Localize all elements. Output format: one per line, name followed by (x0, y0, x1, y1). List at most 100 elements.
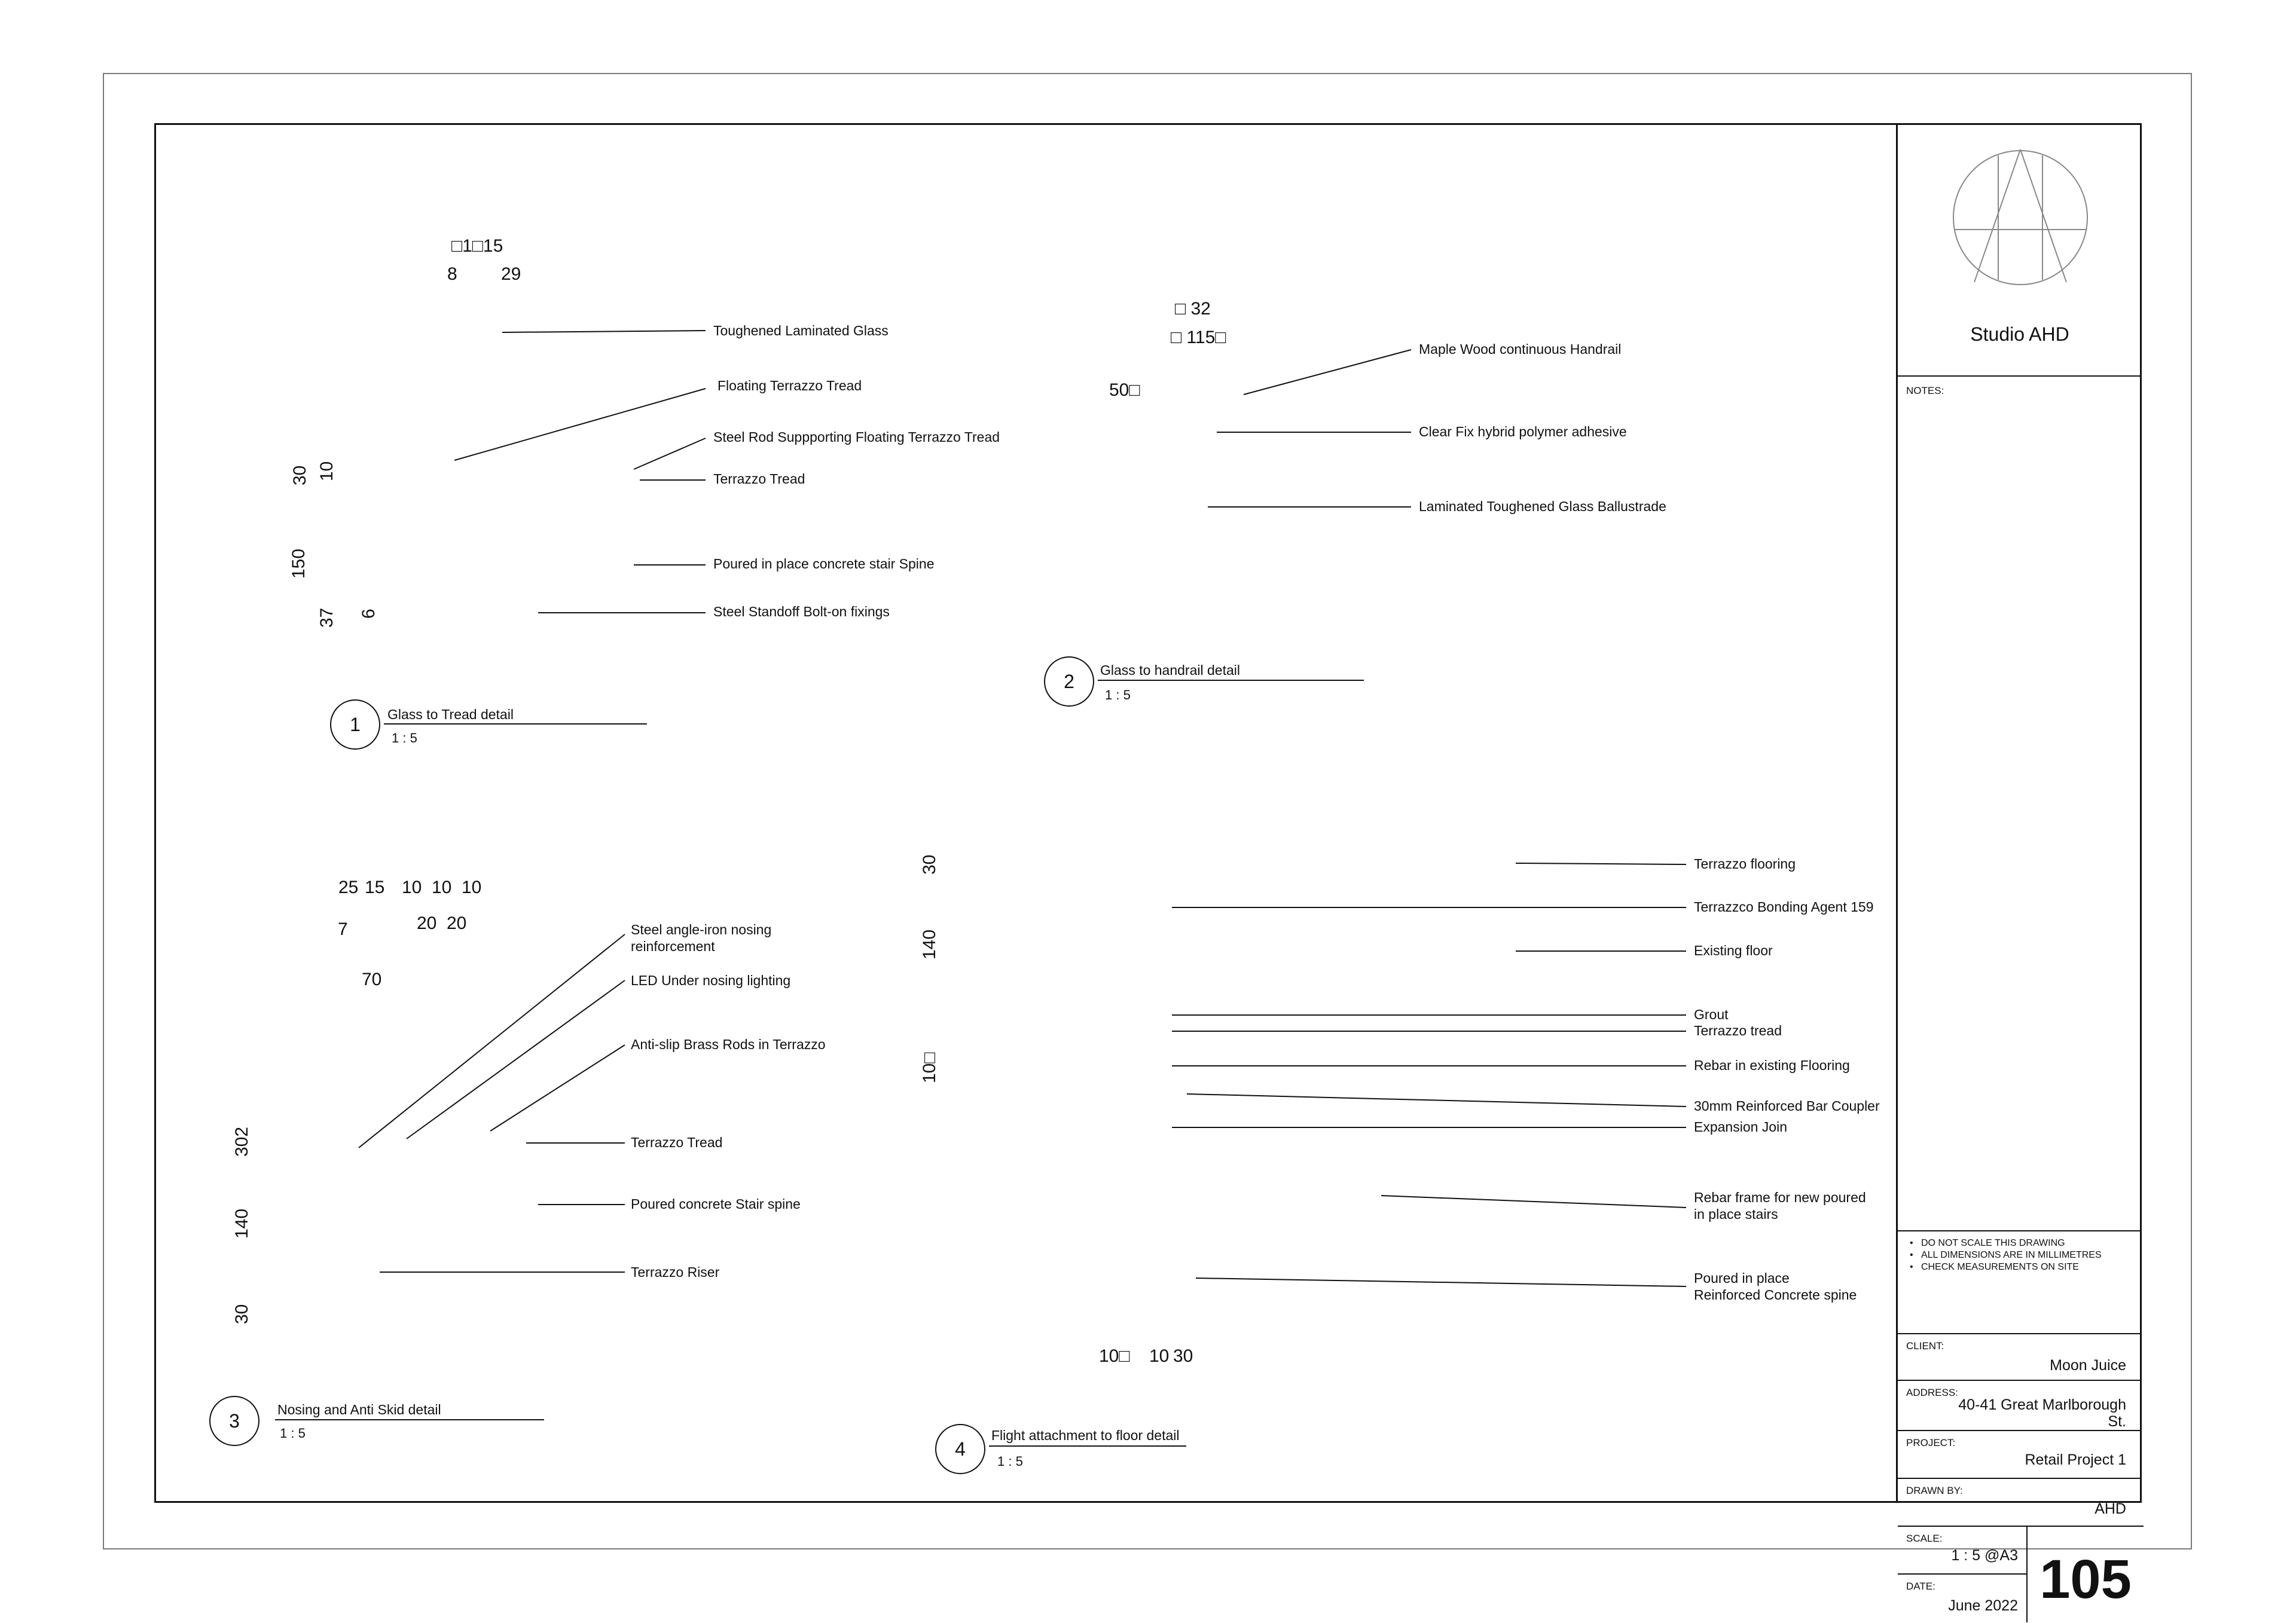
dim-d1-side-d: 37 (317, 607, 337, 628)
date-label: DATE: (1906, 1581, 1935, 1592)
dim-d1-side-e: 6 (359, 609, 378, 619)
detail-4-title: Flight attachment to floor detail (991, 1428, 1180, 1443)
d1-label-glass: Toughened Laminated Glass (713, 323, 889, 338)
scale-date-field: SCALE: 1 : 5 @A3 DATE: June 2022 (1898, 1526, 2026, 1622)
note-item: • DO NOT SCALE THIS DRAWING (1910, 1238, 2065, 1248)
drawn-by-value: AHD (2095, 1500, 2126, 1517)
dim-d3-top-e: 10 (462, 878, 482, 897)
d4-label-rebar-frame: Rebar frame for new poured (1694, 1190, 1866, 1205)
d1-label-terrazzo-tread: Terrazzo Tread (713, 471, 805, 487)
detail-1-title-underline (384, 723, 647, 725)
d3-label-angle-iron-2: reinforcement (631, 939, 715, 954)
project-label: PROJECT: (1906, 1437, 1956, 1448)
notes-heading: NOTES: (1906, 385, 1944, 396)
drawn-by-field: DRAWN BY: AHD (1898, 1478, 2142, 1526)
detail-3-number: 3 (209, 1396, 259, 1446)
date-value: June 2022 (1948, 1597, 2018, 1614)
d4-label-rebar-existing: Rebar in existing Flooring (1694, 1057, 1850, 1073)
dim-d4-side-b: 140 (920, 929, 939, 959)
d1-label-floating-tread: Floating Terrazzo Tread (718, 378, 862, 393)
dim-d3-top-b: 15 (365, 878, 385, 897)
dim-d2-a: □ 32 (1175, 299, 1211, 319)
sheet-number-field: 105 (2026, 1526, 2144, 1622)
client-field: CLIENT: Moon Juice (1898, 1333, 2142, 1380)
d4-label-rebar-frame-2: in place stairs (1694, 1206, 1778, 1222)
d1-label-concrete-spine: Poured in place concrete stair Spine (713, 556, 935, 571)
detail-4-number: 4 (935, 1424, 985, 1474)
note-item: • CHECK MEASUREMENTS ON SITE (1910, 1262, 2079, 1272)
note-item: • ALL DIMENSIONS ARE IN MILLIMETRES (1910, 1250, 2102, 1260)
d4-label-expansion-join: Expansion Join (1694, 1119, 1787, 1135)
dim-d3-top-f: 7 (338, 919, 348, 939)
project-value: Retail Project 1 (2025, 1451, 2126, 1468)
dim-d3-top-h: 20 (447, 913, 467, 933)
dim-d1-top-b: 8 (447, 264, 457, 284)
d4-label-bar-coupler: 30mm Reinforced Bar Coupler (1694, 1098, 1880, 1114)
d4-label-terrazzo-flooring: Terrazzo flooring (1694, 856, 1796, 872)
title-block: Studio AHD NOTES: • DO NOT SCALE THIS DR… (1896, 123, 2144, 1622)
client-label: CLIENT: (1906, 1340, 1944, 1352)
d1-label-standoff: Steel Standoff Bolt-on fixings (713, 604, 890, 619)
address-line-1: 40-41 Great Marlborough (1958, 1396, 2126, 1413)
sheet-outer-border (103, 73, 2192, 1549)
detail-2-title: Glass to handrail detail (1100, 662, 1240, 678)
d3-label-angle-iron: Steel angle-iron nosing (631, 922, 772, 937)
dim-d4-bottom-a: 10□ (1099, 1346, 1130, 1366)
dim-d2-c: 50□ (1109, 380, 1140, 400)
d2-label-handrail: Maple Wood continuous Handrail (1419, 341, 1622, 357)
d4-label-grout: Grout (1694, 1007, 1729, 1022)
dim-d2-b: □ 115□ (1171, 328, 1226, 347)
notes-box: NOTES: (1898, 375, 2142, 1230)
d3-label-riser: Terrazzo Riser (631, 1264, 720, 1280)
detail-3-scale: 1 : 5 (280, 1426, 306, 1441)
detail-1-title: Glass to Tread detail (387, 707, 514, 722)
d1-label-steel-rod: Steel Rod Suppporting Floating Terrazzo … (713, 429, 1000, 445)
scale-label: SCALE: (1906, 1533, 1943, 1544)
d4-label-concrete-spine-2: Reinforced Concrete spine (1694, 1287, 1857, 1303)
dim-d3-top-c: 10 (402, 878, 422, 897)
project-field: PROJECT: Retail Project 1 (1898, 1430, 2142, 1478)
studio-ahd-logo (1953, 149, 2088, 285)
d2-label-glass: Laminated Toughened Glass Ballustrade (1419, 499, 1666, 514)
dim-d3-top-i: 70 (362, 970, 382, 989)
dim-d1-side-b: 10 (317, 461, 337, 481)
dim-d4-side-a: 30 (920, 854, 939, 875)
dim-d4-bottom-c: 30 (1173, 1346, 1193, 1366)
detail-4-title-underline (989, 1445, 1186, 1447)
d4-label-existing-floor: Existing floor (1694, 943, 1773, 958)
dim-d3-top-a: 25 (338, 878, 359, 897)
detail-1-scale: 1 : 5 (392, 730, 417, 745)
detail-1-number: 1 (330, 699, 380, 750)
dim-d1-side-c: 150 (289, 548, 309, 579)
dim-d3-top-d: 10 (432, 878, 452, 897)
dim-d3-side-b: 140 (232, 1208, 252, 1239)
dim-d1-top-a: □1□15 (451, 236, 503, 256)
address-line-2: St. (2108, 1413, 2126, 1430)
detail-3-title-underline (275, 1419, 544, 1420)
address-label: ADDRESS: (1906, 1387, 1958, 1398)
client-value: Moon Juice (2050, 1357, 2126, 1374)
drawn-by-label: DRAWN BY: (1906, 1485, 1963, 1496)
d4-label-terrazzo-tread: Terrazzo tread (1694, 1023, 1782, 1038)
dim-d1-side-a: 30 (290, 465, 310, 485)
dim-d3-side-c: 30 (232, 1304, 252, 1324)
dim-d4-bottom-b: 10 (1149, 1346, 1170, 1366)
detail-3-title: Nosing and Anti Skid detail (277, 1402, 441, 1417)
d4-label-bonding-agent: Terrazzco Bonding Agent 159 (1694, 899, 1874, 915)
d2-label-adhesive: Clear Fix hybrid polymer adhesive (1419, 424, 1627, 439)
general-notes: • DO NOT SCALE THIS DRAWING • ALL DIMENS… (1898, 1230, 2142, 1333)
d3-label-terrazzo-tread: Terrazzo Tread (631, 1135, 723, 1150)
d3-label-concrete-spine: Poured concrete Stair spine (631, 1196, 801, 1212)
drawing-frame (154, 123, 2142, 1503)
detail-2-scale: 1 : 5 (1105, 687, 1131, 702)
dim-d4-side-c: 10□ (920, 1052, 939, 1084)
d3-label-led: LED Under nosing lighting (631, 973, 791, 988)
detail-4-scale: 1 : 5 (997, 1454, 1023, 1469)
dim-d1-top-c: 29 (501, 264, 521, 284)
studio-name: Studio AHD (1970, 323, 2069, 345)
address-field: ADDRESS: 40-41 Great Marlborough St. (1898, 1380, 2142, 1430)
dim-d3-top-g: 20 (417, 913, 437, 933)
dim-d3-side-a: 302 (232, 1126, 252, 1157)
sheet-number: 105 (2039, 1549, 2132, 1610)
detail-2-number: 2 (1044, 656, 1094, 707)
